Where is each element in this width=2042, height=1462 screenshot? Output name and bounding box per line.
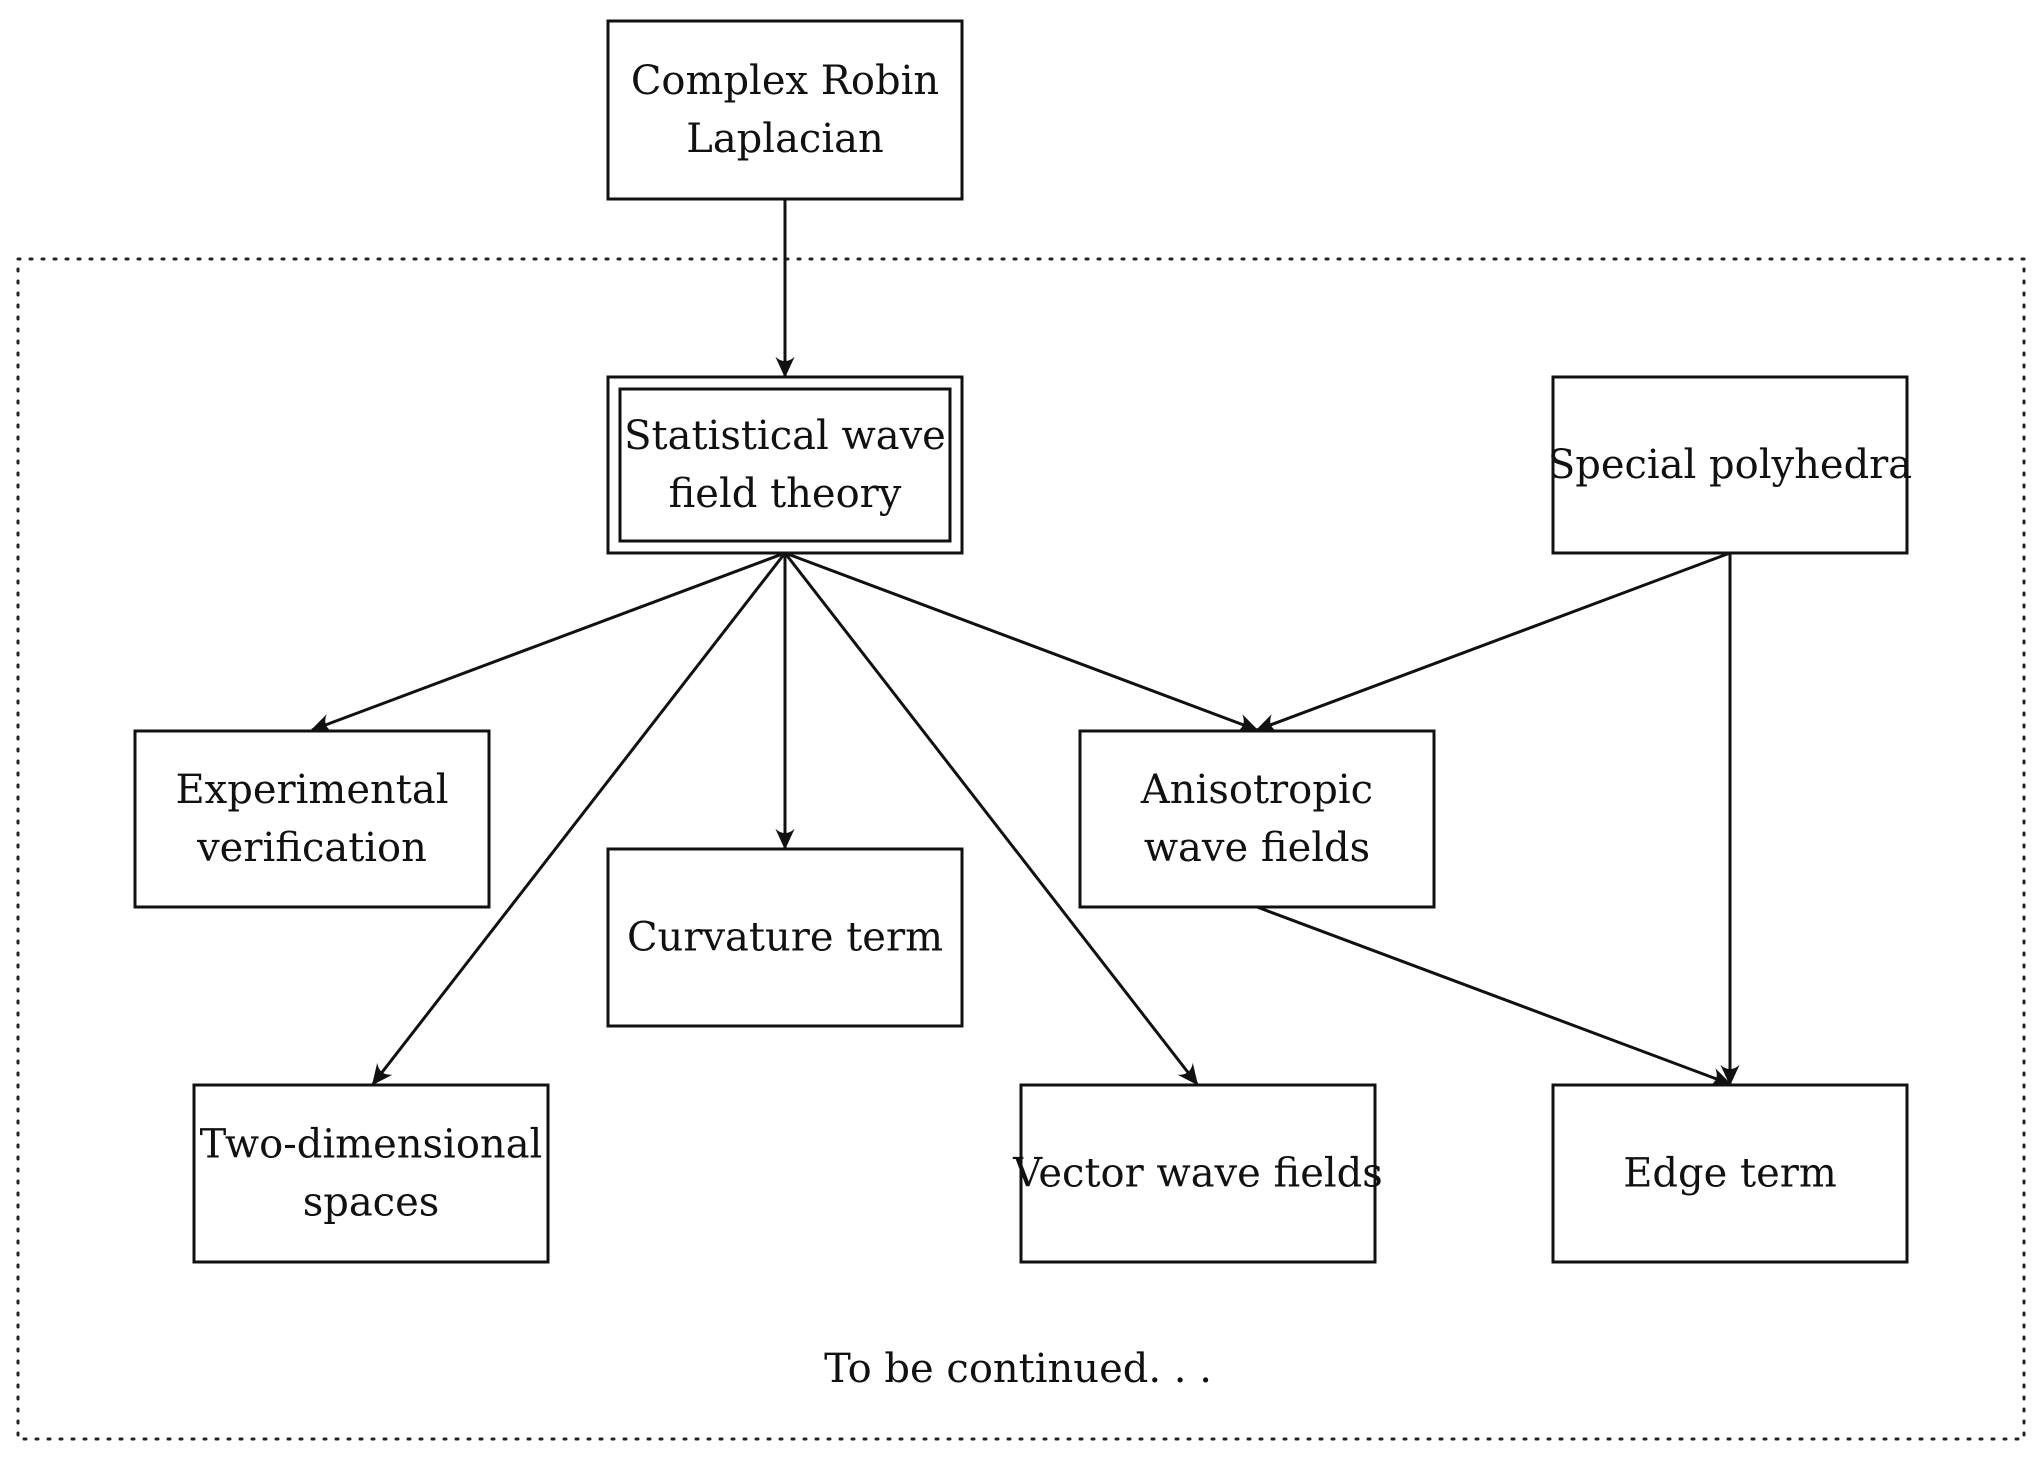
arrow-statistical-wave-field-theory-to-anisotropic-wave-fields <box>784 551 1259 733</box>
arrow-anisotropic-wave-fields-to-edge-term <box>1256 905 1732 1087</box>
node-box <box>1551 1083 1909 1264</box>
node-box <box>192 1083 550 1264</box>
node-box <box>1551 375 1909 555</box>
node-label-line: verification <box>196 825 427 871</box>
node-label-line: Two-dimensional <box>200 1122 543 1168</box>
arrow-special-polyhedra-to-anisotropic-wave-fields <box>1255 551 1731 733</box>
node-box <box>606 847 964 1028</box>
node-inner-border <box>618 387 952 543</box>
node-label-line: Vector wave fields <box>1012 1151 1383 1197</box>
node-label-line: Curvature term <box>627 915 943 961</box>
node-label-line: field theory <box>669 471 902 517</box>
node-label-line: wave fields <box>1144 825 1370 871</box>
node-curvature-term: Curvature term <box>606 847 964 1028</box>
node-label-line: Experimental <box>175 767 448 813</box>
continuation-group-frame <box>16 257 2026 1441</box>
continuation-note: To be continued. . . <box>824 1346 1212 1392</box>
node-vector-wave-fields: Vector wave fields <box>1012 1083 1383 1264</box>
node-box <box>1019 1083 1377 1264</box>
node-label-line: Anisotropic <box>1140 767 1373 813</box>
node-anisotropic-wave-fields: Anisotropic wave fields <box>1078 729 1436 909</box>
node-box <box>606 375 964 555</box>
node-box <box>606 19 964 201</box>
node-statistical-wave-field-theory: Statistical wave field theory <box>606 375 964 555</box>
node-box <box>1078 729 1436 909</box>
node-label-line: Edge term <box>1623 1151 1837 1197</box>
node-edge-term: Edge term <box>1551 1083 1909 1264</box>
arrow-statistical-wave-field-theory-to-two-dimensional-spaces <box>371 552 787 1086</box>
node-box <box>133 729 491 909</box>
node-label-line: spaces <box>303 1180 440 1226</box>
node-label-line: Special polyhedra <box>1548 442 1912 488</box>
node-experimental-verification: Experimental verification <box>133 729 491 909</box>
arrow-statistical-wave-field-theory-to-vector-wave-fields <box>783 552 1199 1086</box>
node-label-line: Laplacian <box>686 116 883 162</box>
node-label-line: Statistical wave <box>624 413 946 459</box>
node-special-polyhedra: Special polyhedra <box>1548 375 1912 555</box>
edges-layer <box>310 199 1740 1087</box>
arrow-statistical-wave-field-theory-to-experimental-verification <box>310 551 786 733</box>
node-two-dimensional-spaces: Two-dimensional spaces <box>192 1083 550 1264</box>
node-label-line: Complex Robin <box>631 58 939 104</box>
